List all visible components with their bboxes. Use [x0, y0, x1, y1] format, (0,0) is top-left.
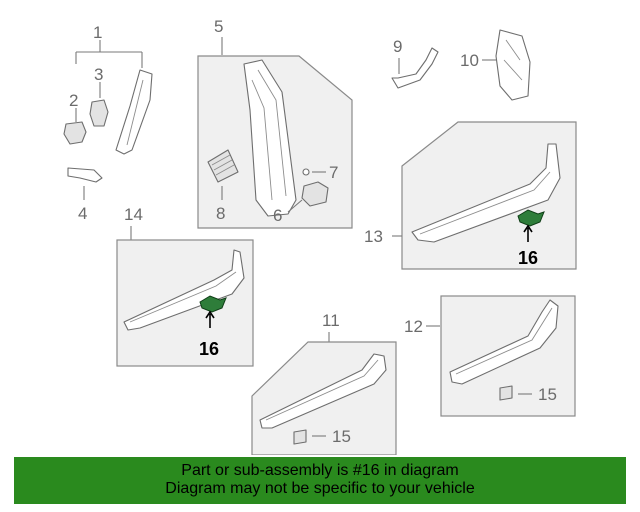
callout-4: 4: [78, 204, 87, 223]
part-11-scuff-plate: [259, 353, 387, 429]
part-2-clip: [63, 121, 87, 145]
part-9-grab-handle: [391, 47, 439, 89]
group-1-pillar-trim: 1 3 2 4: [63, 23, 153, 223]
callout-15-lower: 15: [332, 427, 351, 446]
part-3-clip: [89, 99, 109, 127]
callout-7: 7: [329, 163, 338, 182]
parts-diagram: 1 3 2 4 5 7 6 8 9 10: [63, 17, 577, 455]
arrow-16-lower: [205, 310, 215, 328]
callout-8: 8: [216, 204, 225, 223]
arrow-16-upper: [523, 224, 533, 242]
part-12-scuff-plate: [449, 299, 559, 385]
group-13-rear-sill-trim: 16 13: [364, 121, 577, 270]
callout-12: 12: [404, 317, 423, 336]
part-10-bracket: [495, 29, 531, 101]
part-4-cover: [67, 167, 103, 183]
callout-3: 3: [94, 65, 103, 84]
callout-13: 13: [364, 227, 383, 246]
part-5-center-pillar-trim: [243, 59, 297, 217]
group-9-10: 9 10: [391, 29, 531, 101]
part-8-grille: [207, 149, 239, 183]
callout-9: 9: [393, 37, 402, 56]
footer-line-2: Diagram may not be specific to your vehi…: [165, 480, 475, 497]
callout-6: 6: [273, 206, 282, 225]
callout-5: 5: [214, 17, 223, 36]
footer-line-1: Part or sub-assembly is #16 in diagram: [181, 462, 459, 479]
part-14-sill-trim: [123, 249, 245, 331]
group-11-scuff-plate: 11 15: [251, 311, 397, 455]
group-14-front-sill-trim: 14 16: [116, 205, 254, 367]
part-1-pillar-trim: [115, 69, 153, 155]
part-16-clip-lower: [199, 295, 227, 313]
group-5-center-pillar: 5 7 6 8: [197, 17, 353, 229]
callout-16-lower: 16: [199, 339, 219, 359]
part-15-retainer-upper: [499, 385, 513, 401]
callout-16-upper: 16: [518, 248, 538, 268]
callout-10: 10: [460, 51, 479, 70]
callout-11: 11: [322, 311, 340, 330]
callout-14: 14: [124, 205, 143, 224]
part-13-sill-trim: [411, 143, 561, 243]
leader-1: [75, 40, 143, 68]
group-12-scuff-plate: 12 15: [404, 295, 576, 417]
part-16-clip: [517, 209, 545, 227]
callout-2: 2: [69, 91, 78, 110]
part-15-retainer-lower: [293, 429, 307, 445]
footer-banner: Part or sub-assembly is #16 in diagram D…: [14, 457, 626, 504]
part-6-clip: [301, 181, 329, 207]
callout-1: 1: [93, 23, 102, 42]
part-7-fastener: [302, 168, 310, 176]
callout-15-upper: 15: [538, 385, 557, 404]
